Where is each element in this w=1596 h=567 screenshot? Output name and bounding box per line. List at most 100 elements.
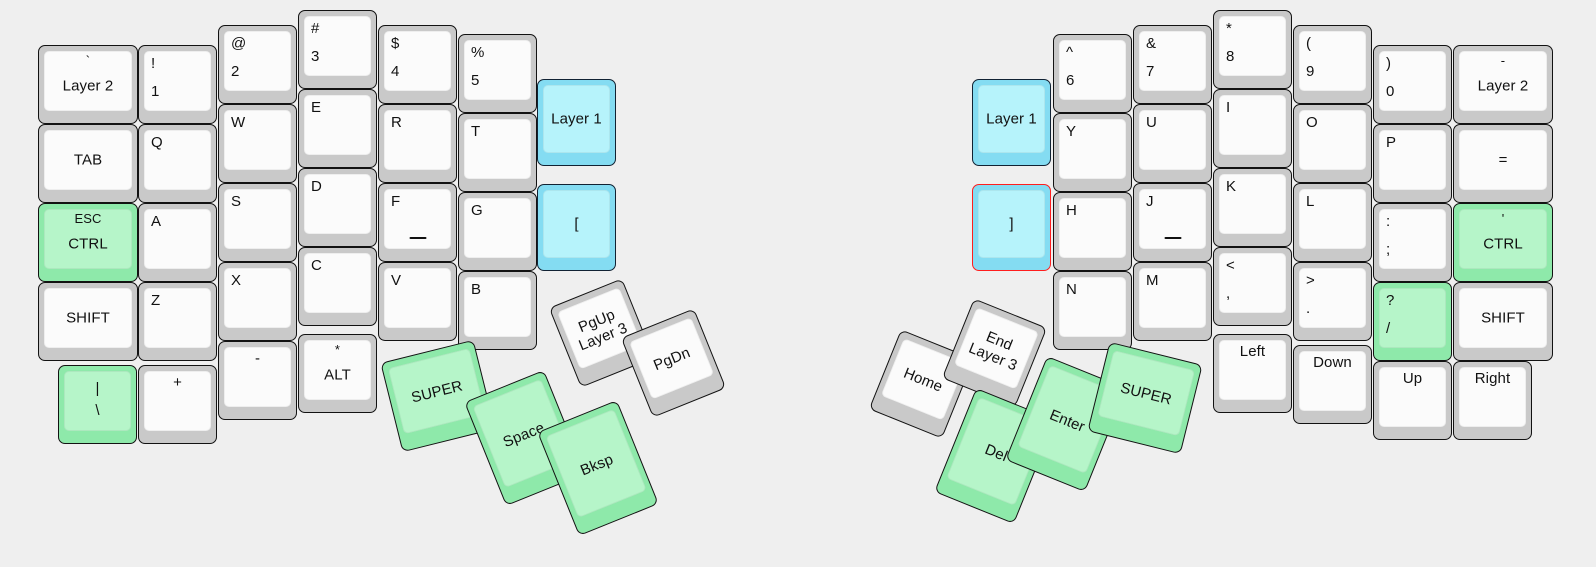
key-legend-main: 8 — [1226, 48, 1235, 65]
homing-bar-icon — [409, 237, 426, 239]
key-right-layer1[interactable]: Layer 1 — [972, 79, 1051, 166]
key-right-slash-question[interactable]: ?/ — [1373, 282, 1452, 361]
key-left-t[interactable]: T — [458, 113, 537, 192]
key-right-k[interactable]: K — [1213, 168, 1292, 247]
key-left-grave-layer2[interactable]: `Layer 2 — [38, 45, 138, 124]
key-left-layer1[interactable]: Layer 1 — [537, 79, 616, 166]
key-left-3-hash[interactable]: #3 — [298, 10, 377, 89]
key-right-i[interactable]: I — [1213, 89, 1292, 168]
key-legend-main: [ — [574, 215, 579, 233]
key-legend-main: G — [471, 202, 483, 219]
key-left-c[interactable]: C — [298, 247, 377, 326]
key-left-x[interactable]: X — [218, 262, 297, 341]
key-face: SHIFT — [1459, 288, 1547, 348]
key-right-l[interactable]: L — [1293, 183, 1372, 262]
key-right-u[interactable]: U — [1133, 104, 1212, 183]
key-face: Bksp — [545, 408, 647, 519]
key-legend-shifted: * — [334, 342, 341, 357]
key-right-6-caret[interactable]: ^6 — [1053, 34, 1132, 113]
key-right-up[interactable]: Up — [1373, 361, 1452, 440]
key-right-7-amp[interactable]: &7 — [1133, 25, 1212, 104]
key-legend-main: R — [391, 114, 402, 131]
key-right-n[interactable]: N — [1053, 271, 1132, 350]
key-right-shift[interactable]: SHIFT — [1453, 282, 1553, 361]
key-legend-main: L — [1306, 193, 1315, 210]
key-legend-main: - — [254, 350, 261, 367]
key-legend-shifted: | — [95, 380, 100, 397]
key-right-left[interactable]: Left — [1213, 334, 1292, 413]
key-right-period-gt[interactable]: >. — [1293, 262, 1372, 341]
key-right-m[interactable]: M — [1133, 262, 1212, 341]
key-right-minus-layer2[interactable]: -Layer 2 — [1453, 45, 1553, 124]
key-right-semicolon[interactable]: :; — [1373, 203, 1452, 282]
key-right-p[interactable]: P — [1373, 124, 1452, 203]
key-legend-main: 5 — [471, 72, 480, 89]
key-left-d[interactable]: D — [298, 168, 377, 247]
key-right-0-paren[interactable]: )0 — [1373, 45, 1452, 124]
key-left-v[interactable]: V — [378, 262, 457, 341]
key-face: `Layer 2 — [44, 51, 132, 111]
key-legend-shifted: ) — [1386, 55, 1392, 72]
key-legend-shifted: ` — [85, 53, 91, 68]
key-legend-shifted: > — [1306, 272, 1315, 289]
key-right-8-asterisk[interactable]: *8 — [1213, 10, 1292, 89]
key-right-bracket-close[interactable]: ] — [972, 184, 1051, 271]
key-right-o[interactable]: O — [1293, 104, 1372, 183]
key-legend-main: E — [311, 99, 322, 116]
key-left-w[interactable]: W — [218, 104, 297, 183]
key-right-h[interactable]: H — [1053, 192, 1132, 271]
key-face: Layer 1 — [543, 85, 610, 153]
key-left-r[interactable]: R — [378, 104, 457, 183]
key-left-q[interactable]: Q — [138, 124, 217, 203]
key-legend-main: TAB — [73, 151, 103, 169]
key-legend-main: SHIFT — [66, 309, 110, 327]
key-legend-shifted: - — [1500, 53, 1506, 68]
key-legend-main: 6 — [1066, 72, 1075, 89]
key-legend-shifted: @ — [231, 35, 247, 52]
key-right-comma-lt[interactable]: <, — [1213, 247, 1292, 326]
key-left-pipe-backslash[interactable]: |\ — [58, 365, 137, 444]
key-face: @2 — [224, 31, 291, 91]
key-right-9-paren[interactable]: (9 — [1293, 25, 1372, 104]
key-left-e[interactable]: E — [298, 89, 377, 168]
key-right-y[interactable]: Y — [1053, 113, 1132, 192]
key-legend-main: 1 — [151, 83, 160, 100]
key-right-right[interactable]: Right — [1453, 361, 1532, 440]
key-left-b[interactable]: B — [458, 271, 537, 350]
key-legend-shifted: & — [1146, 35, 1157, 52]
key-left-shift[interactable]: SHIFT — [38, 282, 138, 361]
key-legend-main: CTRL — [1483, 235, 1523, 252]
key-left-minus[interactable]: - — [218, 341, 297, 420]
key-right-quote-ctrl[interactable]: 'CTRL — [1453, 203, 1553, 282]
key-left-4-dollar[interactable]: $4 — [378, 25, 457, 104]
key-right-j[interactable]: J — [1133, 183, 1212, 262]
key-left-f[interactable]: F — [378, 183, 457, 262]
key-left-z[interactable]: Z — [138, 282, 217, 361]
key-legend-main: 0 — [1386, 83, 1395, 100]
key-legend-main: PgDn — [651, 344, 693, 375]
key-legend-main: + — [173, 374, 182, 391]
key-left-a[interactable]: A — [138, 203, 217, 282]
key-right-down[interactable]: Down — [1293, 345, 1372, 424]
key-legend-main: 4 — [391, 63, 400, 80]
key-face: R — [384, 110, 451, 170]
key-left-1-excl[interactable]: !1 — [138, 45, 217, 124]
key-left-tab[interactable]: TAB — [38, 124, 138, 203]
key-left-bracket-open[interactable]: [ — [537, 184, 616, 271]
key-right-equals[interactable]: = — [1453, 124, 1553, 203]
key-legend-shifted: < — [1226, 257, 1235, 274]
key-left-g[interactable]: G — [458, 192, 537, 271]
key-legend-main: Left — [1239, 343, 1266, 360]
key-left-plus[interactable]: + — [138, 365, 217, 444]
key-legend-main: W — [231, 114, 246, 131]
key-face: <, — [1219, 253, 1286, 313]
key-left-asterisk-alt[interactable]: *ALT — [298, 334, 377, 413]
key-face: SUPER — [1097, 349, 1196, 437]
key-left-2-at[interactable]: @2 — [218, 25, 297, 104]
key-face: Up — [1379, 367, 1446, 427]
key-left-s[interactable]: S — [218, 183, 297, 262]
key-face: |\ — [64, 371, 131, 431]
key-left-5-percent[interactable]: %5 — [458, 34, 537, 113]
